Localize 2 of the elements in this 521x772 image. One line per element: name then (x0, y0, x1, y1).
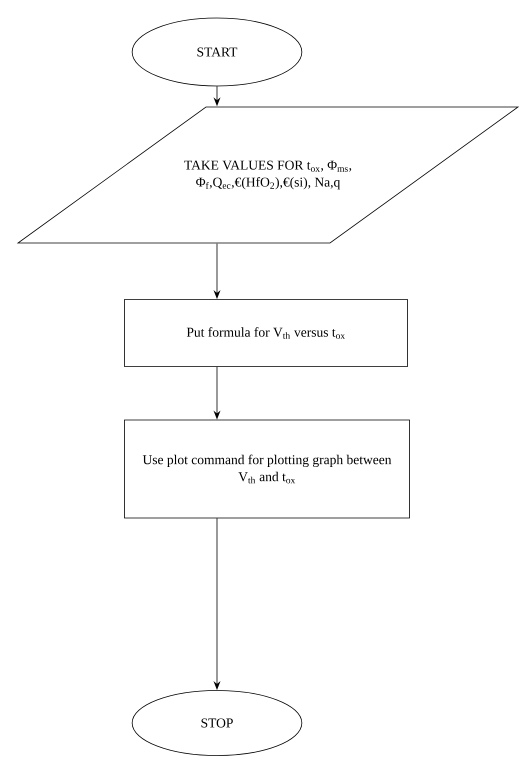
process-box: Use plot command for plotting graph between V$_{th}$ and t$_{ox}$ (124, 420, 410, 518)
process-box: Put formula for V$_{th}$ versus t$_{ox}$ (124, 299, 408, 367)
